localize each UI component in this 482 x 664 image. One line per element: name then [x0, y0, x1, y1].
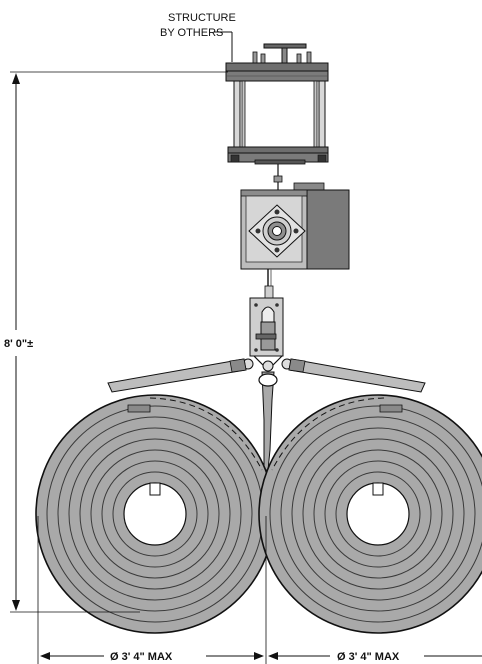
- diameter-dimensions: [37, 516, 482, 664]
- left-hose-reel: [35, 394, 275, 634]
- structure-label-line1: STRUCTURE: [168, 12, 236, 24]
- swivel-head: [240, 164, 350, 270]
- left-reel-dashed-path: [149, 397, 263, 471]
- right-hose-reel: [258, 394, 482, 634]
- structure-label-line2: BY OTHERS: [160, 27, 223, 39]
- hose-center-tail: [261, 371, 275, 471]
- right-diameter-label: Ø 3' 4" MAX: [337, 651, 400, 663]
- hose-center-loop: [258, 373, 278, 387]
- height-dimension-label: 8' 0"±: [4, 338, 33, 350]
- hanger-assembly: [242, 269, 293, 372]
- height-dimension: [10, 71, 228, 613]
- right-reel-dashed-path: [271, 397, 385, 471]
- top-mount-bracket: [225, 43, 329, 165]
- lifting-straps: [107, 358, 426, 393]
- left-diameter-label: Ø 3' 4" MAX: [110, 651, 173, 663]
